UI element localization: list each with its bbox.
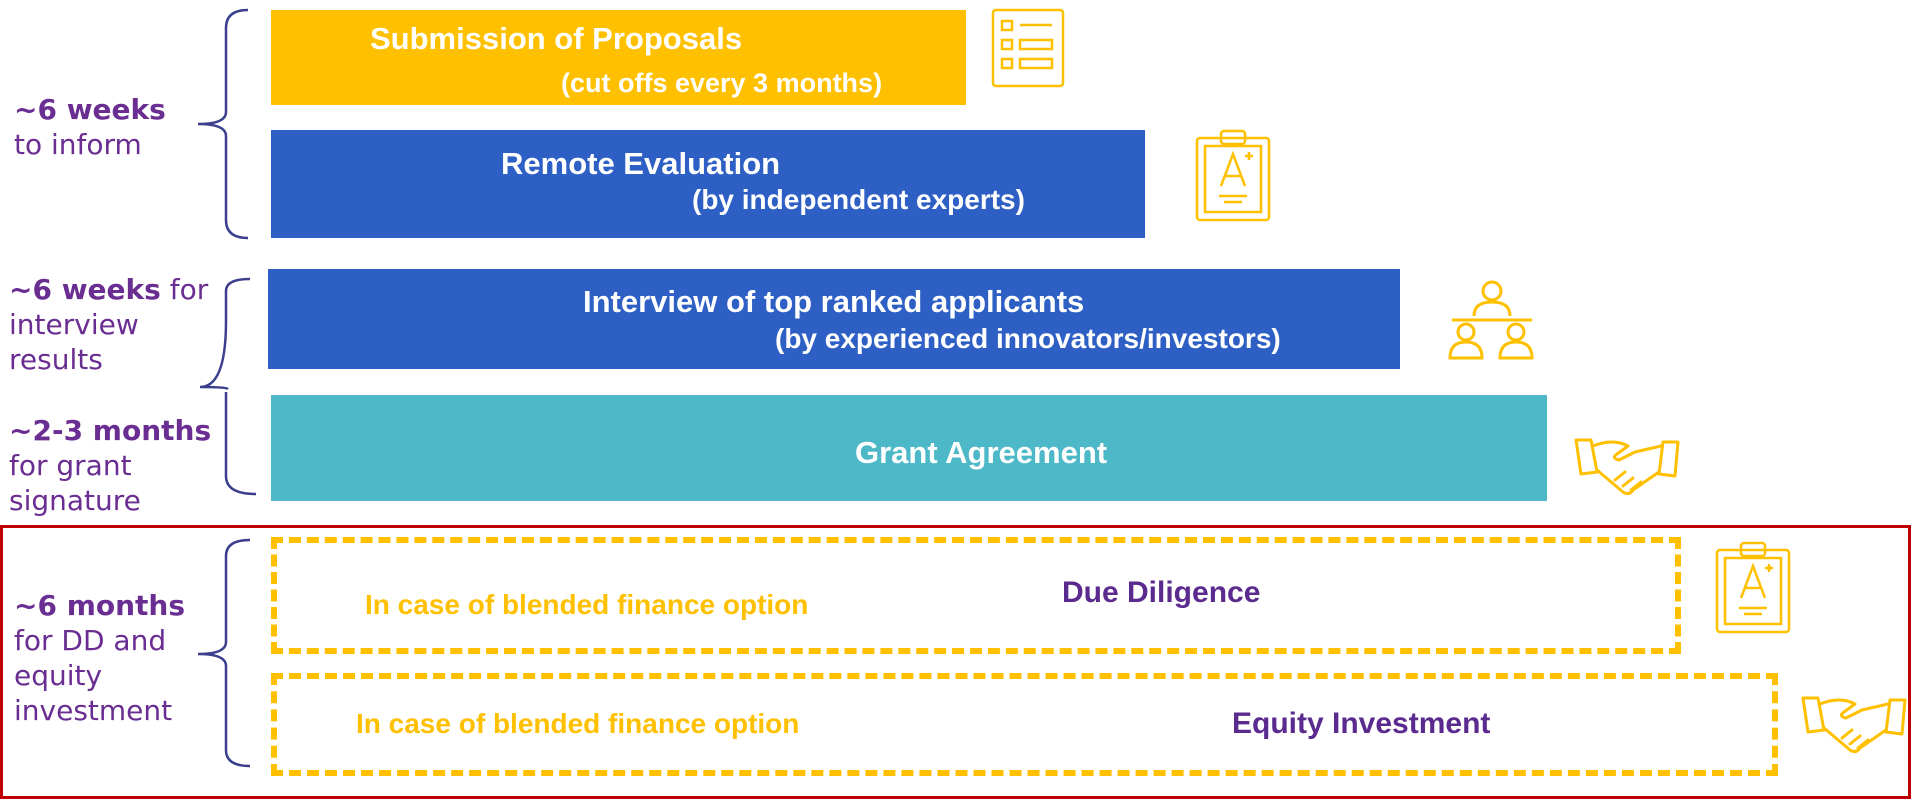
handshake-icon [1574,438,1680,496]
step-title: Grant Agreement [855,435,1108,470]
blended-finance-note: In case of blended finance option [356,708,800,739]
phase-description: for grant [9,449,132,482]
step-submission: Submission of Proposals (cut offs every … [271,10,966,105]
phase-duration: ~2-3 months [9,414,212,447]
handshake-icon [1801,696,1907,754]
step-grant-agreement: Grant Agreement [271,395,1547,501]
blended-finance-region [0,525,1911,799]
step-subtitle: (cut offs every 3 months) [561,68,883,98]
phase-duration: ~6 months [14,589,186,622]
step-subtitle: (by independent experts) [692,184,1025,215]
step-title: Due Diligence [1062,576,1261,609]
brace-inform [197,8,249,240]
phase-description: equity [14,659,103,692]
clipboard-grade-icon [1195,129,1271,222]
phase-description: for DD and [14,624,167,657]
phase-duration: ~6 weeks [14,93,166,126]
phase-label-grant: ~2-3 months for grant signature [9,413,211,518]
step-title: Remote Evaluation [501,146,781,181]
phase-label-inform: ~6 weeks to inform [14,92,166,162]
phase-description: results [9,343,103,376]
phase-description: investment [14,694,173,727]
list-document-icon [991,8,1065,88]
phase-description: for [160,273,209,306]
clipboard-grade-icon [1715,541,1791,634]
phase-label-interview: ~6 weeks for interview results [9,272,208,377]
step-remote-evaluation: Remote Evaluation (by independent expert… [271,130,1145,238]
phase-description: to inform [14,128,142,161]
brace-grant [224,392,257,496]
phase-description: signature [9,484,141,517]
step-subtitle: (by experienced innovators/investors) [775,323,1281,354]
step-equity-investment: In case of blended finance option Equity… [271,673,1778,776]
step-interview: Interview of top ranked applicants (by e… [268,269,1400,369]
phase-label-dd: ~6 months for DD and equity investment [14,588,185,728]
phase-description: interview [9,308,139,341]
step-title: Submission of Proposals [370,21,743,56]
step-due-diligence: In case of blended finance option Due Di… [271,537,1681,654]
meeting-people-icon [1448,280,1534,360]
brace-interview [199,277,251,391]
step-title: Equity Investment [1232,707,1491,740]
blended-finance-note: In case of blended finance option [365,589,809,620]
brace-dd [197,538,251,768]
step-title: Interview of top ranked applicants [583,284,1085,319]
phase-duration: ~6 weeks [9,273,161,306]
